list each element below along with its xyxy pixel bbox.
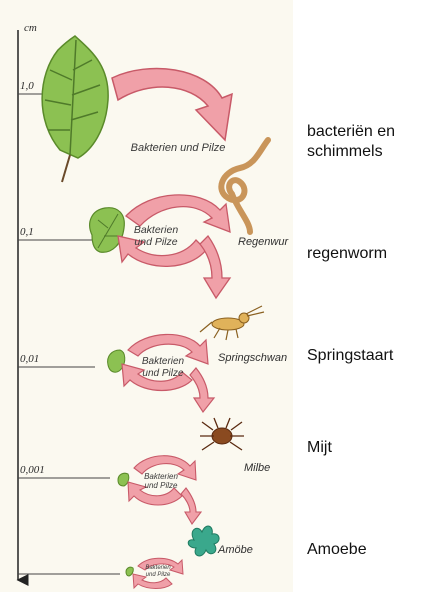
dutch-label-earthworm: regenworm [307, 244, 387, 264]
organism-label-de: Springschwan [218, 352, 287, 364]
leaf-large [42, 36, 108, 182]
process-label: Bakterien und Pilze [136, 356, 190, 380]
scale-tick-label: 0,001 [20, 464, 45, 476]
process-label: Bakterien und Pilze [140, 565, 176, 579]
process-label: Bakterien und Pilze [126, 224, 186, 248]
springtail-illustration [200, 306, 264, 340]
organism-label-de: Amöbe [218, 544, 253, 556]
scale-unit-label: cm [24, 22, 37, 34]
dutch-label-mite: Mijt [307, 438, 332, 458]
mite-illustration [200, 418, 244, 450]
dutch-label-amoeba: Amoebe [307, 540, 367, 560]
amoeba-illustration [188, 526, 219, 556]
process-label: Bakterien und Pilze [140, 472, 182, 490]
leaf-tiny [118, 473, 129, 486]
organism-label-de: Regenwur [238, 236, 288, 248]
process-label: Bakterien und Pilze [118, 142, 238, 154]
organism-label-de: Milbe [244, 462, 270, 474]
scale-tick-label: 0,1 [20, 226, 34, 238]
scale-tick-label: 0,01 [20, 353, 39, 365]
scale-tick-label: 1,0 [20, 80, 34, 92]
dutch-label-springtail: Springstaart [307, 346, 393, 366]
dutch-label-bacteria: bacteriën en schimmels [307, 122, 417, 162]
leaf-micro [126, 567, 133, 576]
arrow-large [112, 68, 232, 140]
